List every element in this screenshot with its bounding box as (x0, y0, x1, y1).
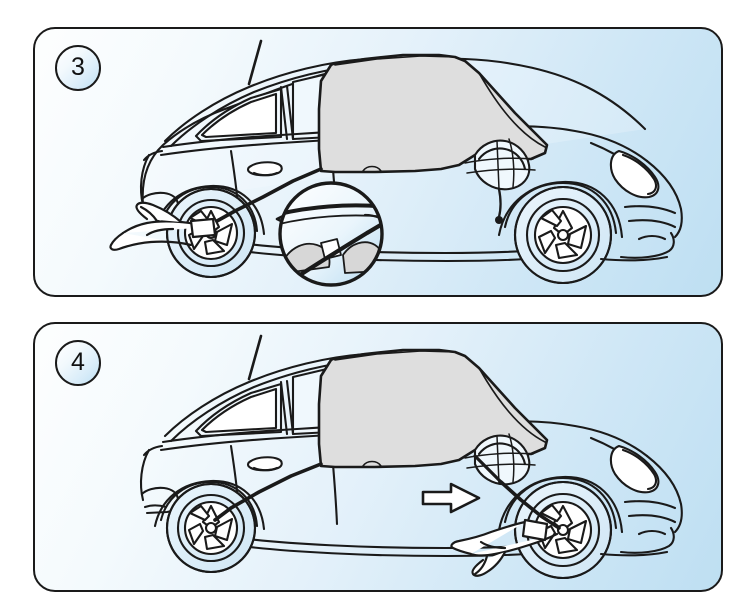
car-illustration-step-3 (109, 39, 683, 287)
step-number-label: 3 (71, 52, 85, 81)
instruction-panel-step-3: 3 (33, 27, 723, 297)
step-number-badge: 3 (55, 45, 101, 91)
step-number-badge: 4 (55, 340, 101, 386)
step-number-label: 4 (71, 347, 85, 376)
instruction-panel-step-4: 4 (33, 322, 723, 592)
car-illustration-step-4 (139, 334, 683, 580)
